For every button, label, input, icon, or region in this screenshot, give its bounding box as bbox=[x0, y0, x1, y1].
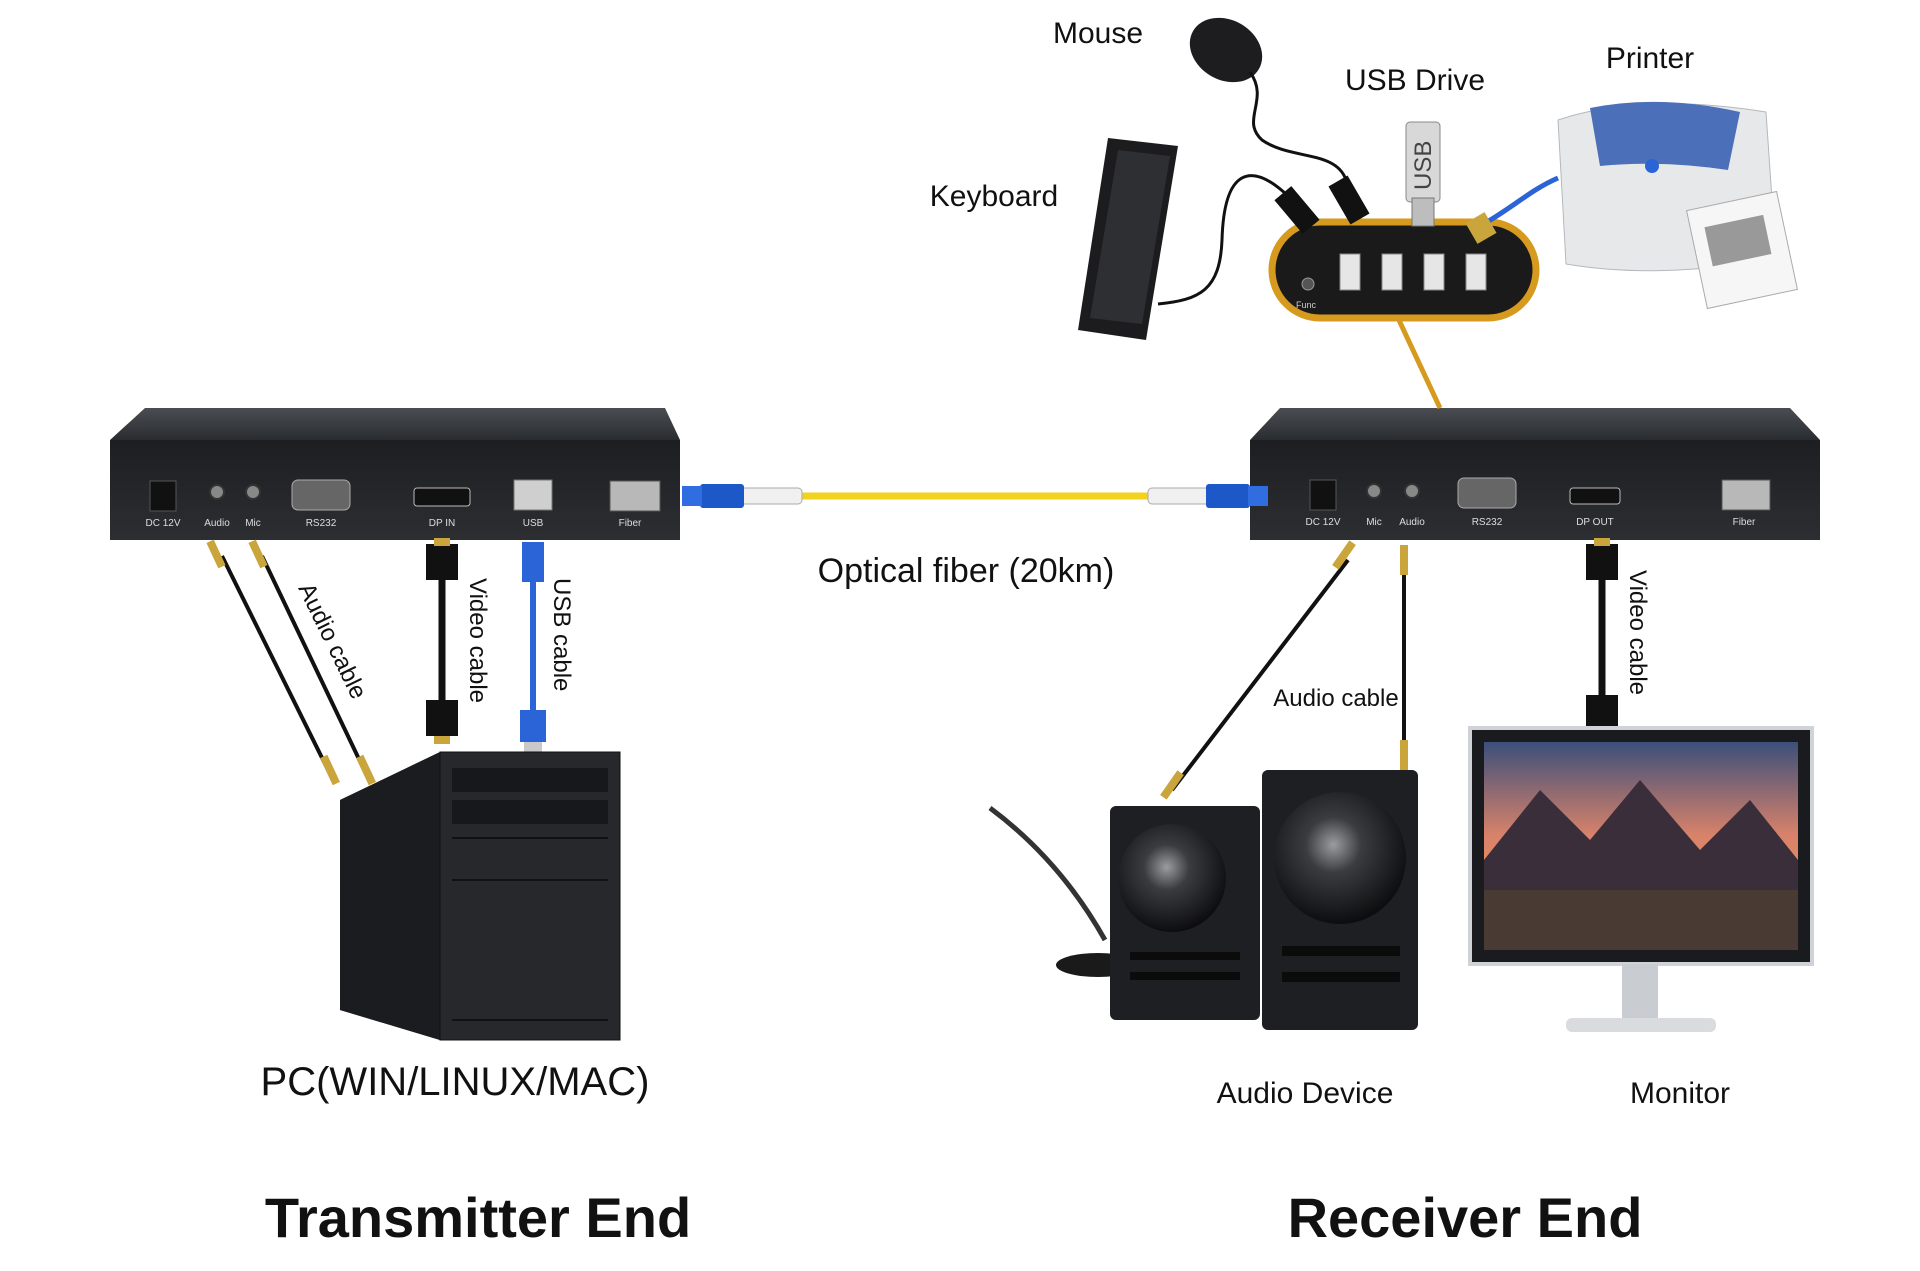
hub-usb-port bbox=[1381, 253, 1403, 291]
transmitter-usb-cable-label: USB cable bbox=[548, 578, 575, 691]
hub-func-label: Func bbox=[1296, 300, 1317, 310]
mouse bbox=[1189, 17, 1370, 225]
audio-device bbox=[988, 770, 1418, 1030]
port-label: Fiber bbox=[619, 518, 642, 529]
port-label: DC 12V bbox=[145, 518, 180, 529]
microphone-gooseneck bbox=[988, 805, 1108, 942]
monitor-label: Monitor bbox=[1630, 1077, 1730, 1110]
hub-usb-port bbox=[1465, 253, 1487, 291]
receiver-box: DC 12V Mic Audio RS232 DP OUT Fiber bbox=[1250, 408, 1820, 540]
mic-port bbox=[245, 484, 261, 500]
pc-tower bbox=[340, 751, 621, 1041]
mic-port bbox=[1366, 483, 1382, 499]
hub-cable bbox=[1395, 316, 1443, 410]
pc-label: PC(WIN/LINUX/MAC) bbox=[261, 1060, 650, 1104]
transmitter-video-cable bbox=[426, 538, 458, 744]
receiver-video-cable bbox=[1586, 538, 1618, 739]
port-label: Fiber bbox=[1733, 517, 1756, 528]
mouse-label: Mouse bbox=[1053, 17, 1143, 50]
port-label: DC 12V bbox=[1305, 517, 1340, 528]
transmitter-end-title: Transmitter End bbox=[265, 1186, 691, 1249]
port-label: Mic bbox=[245, 518, 261, 529]
rs232-port bbox=[1457, 477, 1517, 509]
fiber-connector bbox=[700, 484, 744, 508]
transmitter-usb-cable bbox=[520, 542, 546, 756]
speaker-woofer bbox=[1274, 792, 1406, 924]
keyboard bbox=[1078, 138, 1320, 340]
dp-out-port bbox=[1569, 487, 1621, 505]
monitor bbox=[1468, 726, 1814, 1032]
usb-b-port bbox=[513, 479, 553, 511]
optical-fiber-label: Optical fiber (20km) bbox=[818, 552, 1115, 590]
dc-12v-port bbox=[149, 480, 177, 512]
dc-12v-port bbox=[1309, 479, 1337, 511]
audio-port bbox=[209, 484, 225, 500]
audio-port bbox=[1404, 483, 1420, 499]
rs232-port bbox=[291, 479, 351, 511]
usb-drive-stick-label: USB bbox=[1410, 141, 1437, 190]
receiver-mic-cable bbox=[1160, 540, 1356, 800]
usb-hub: Func bbox=[1268, 218, 1540, 322]
optical-fiber-cable bbox=[682, 484, 1268, 508]
transmitter-audio-cables bbox=[206, 539, 376, 786]
usb-drive-label: USB Drive bbox=[1345, 64, 1485, 97]
transmitter-video-cable-label: Video cable bbox=[464, 578, 491, 703]
audio-device-label: Audio Device bbox=[1217, 1077, 1394, 1110]
receiver-video-cable-label: Video cable bbox=[1624, 570, 1651, 695]
fiber-port bbox=[1721, 479, 1771, 511]
receiver-audio-cable-label: Audio cable bbox=[1273, 685, 1398, 712]
receiver-end-title: Receiver End bbox=[1288, 1186, 1643, 1249]
hub-usb-port bbox=[1339, 253, 1361, 291]
printer-label: Printer bbox=[1606, 42, 1694, 75]
dp-in-port bbox=[413, 487, 471, 507]
fiber-connector bbox=[1206, 484, 1250, 508]
speaker-woofer bbox=[1118, 824, 1226, 932]
keyboard-label: Keyboard bbox=[930, 180, 1058, 213]
port-label: Audio bbox=[1399, 517, 1425, 528]
fiber-port bbox=[609, 480, 661, 512]
port-label: DP OUT bbox=[1576, 517, 1614, 528]
port-label: RS232 bbox=[1472, 517, 1503, 528]
port-label: DP IN bbox=[429, 518, 456, 529]
port-label: Mic bbox=[1366, 517, 1382, 528]
usb-drive: USB bbox=[1405, 121, 1441, 227]
hub-usb-port bbox=[1423, 253, 1445, 291]
receiver-audio-cable bbox=[1400, 545, 1408, 770]
port-label: Audio bbox=[204, 518, 230, 529]
printer bbox=[1465, 101, 1798, 310]
port-label: RS232 bbox=[306, 518, 337, 529]
transmitter-box: DC 12V Audio Mic RS232 DP IN USB Fiber bbox=[110, 408, 680, 540]
port-label: USB bbox=[523, 518, 544, 529]
